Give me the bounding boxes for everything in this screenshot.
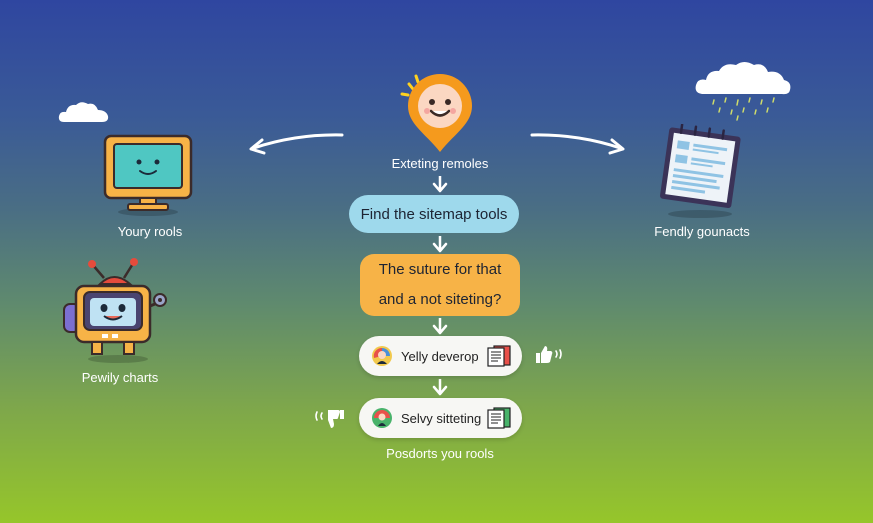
rain-cloud-icon (695, 62, 791, 121)
arrow-down-4 (432, 379, 448, 396)
arrow-down-2 (432, 236, 448, 253)
avatar-icon (372, 408, 392, 428)
result-positive-label: Yelly deverop (401, 348, 479, 364)
arrow-down-1 (432, 176, 448, 193)
thumbs-up-icon (536, 346, 562, 363)
result-negative-label: Selvy sitteting (401, 410, 482, 426)
right-tool-label: Fendly gounacts (654, 224, 750, 239)
arrow-to-left-tool (249, 133, 344, 155)
step-question-line2: and a not siteting? (378, 291, 502, 308)
left-tool-label: Youry rools (117, 224, 183, 239)
step-question-node[interactable]: The suture for that and a not siteting? (360, 254, 520, 316)
robot-icon (63, 258, 167, 363)
arrow-to-right-tool (530, 133, 625, 155)
result-negative-pill[interactable]: Selvy sitteting (359, 398, 522, 438)
arrow-down-3 (432, 318, 448, 335)
cloud-icon-left (58, 102, 109, 122)
pin-face-icon (400, 74, 472, 152)
document-icon-red (487, 345, 511, 367)
thumbs-down-icon (315, 410, 344, 428)
step-find-label: Find the sitemap tools (360, 205, 508, 223)
document-icon-green (487, 407, 511, 429)
notebook-icon (660, 124, 741, 218)
footer-label: Posdorts you rools (386, 446, 494, 461)
top-node-label: Exteting remoles (391, 156, 489, 171)
step-question-line1: The suture for that (378, 261, 502, 278)
result-positive-pill[interactable]: Yelly deverop (359, 336, 522, 376)
step-find-node[interactable]: Find the sitemap tools (349, 195, 519, 233)
avatar-icon (372, 346, 392, 366)
robot-label: Pewily charts (81, 370, 159, 385)
monitor-icon (103, 134, 193, 216)
